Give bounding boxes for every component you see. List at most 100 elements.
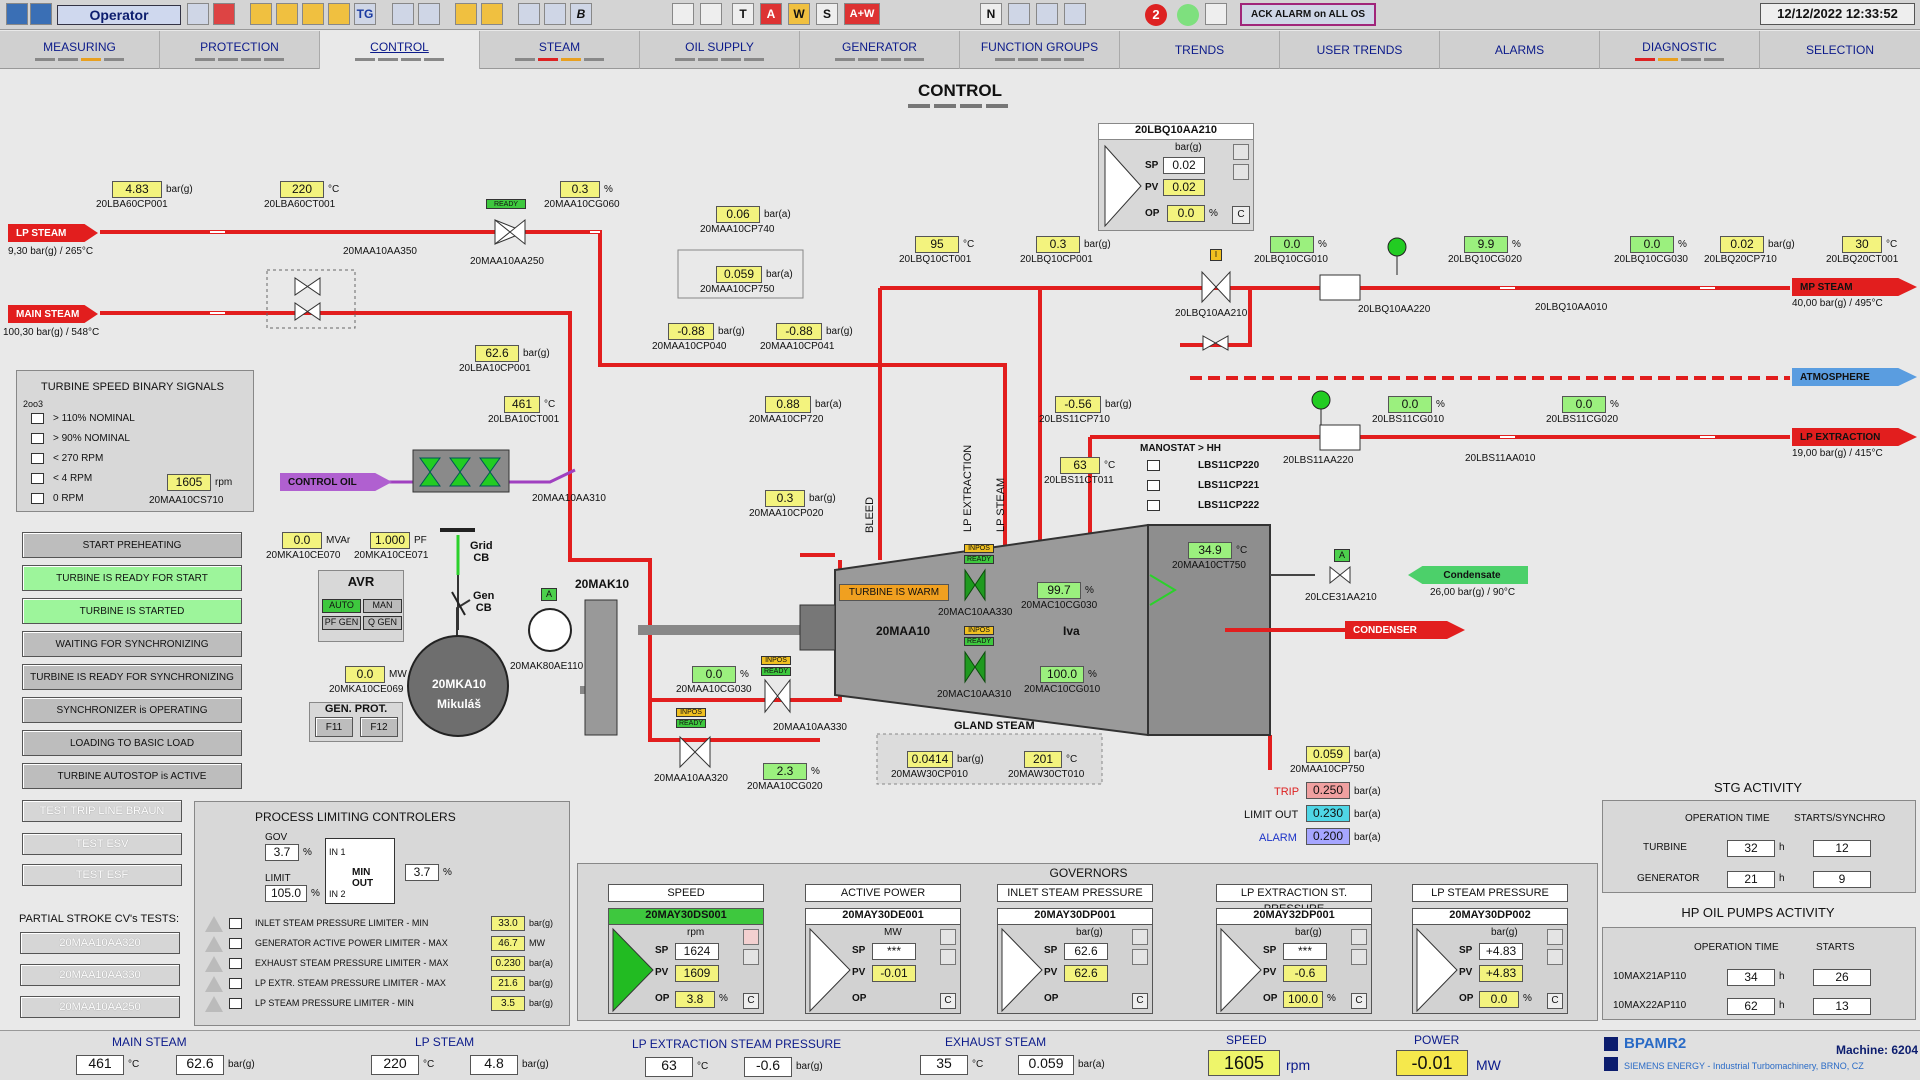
status-button[interactable]: TURBINE IS READY FOR SYNCHRONIZING (22, 664, 242, 690)
measurement-value[interactable]: 0.059 (716, 266, 762, 283)
tab-control[interactable]: CONTROL (320, 31, 480, 69)
screen1-icon[interactable] (1008, 3, 1030, 25)
b-button[interactable]: B (570, 3, 592, 25)
governor-sp-value[interactable]: *** (872, 943, 916, 960)
tab-protection[interactable]: PROTECTION (160, 31, 320, 69)
status-button[interactable]: LOADING TO BASIC LOAD (22, 730, 242, 756)
governor-c-button[interactable]: C (743, 993, 759, 1009)
filter-a-button[interactable]: A (760, 3, 782, 25)
measurement-value[interactable]: 100.0 (1040, 666, 1084, 683)
save-icon[interactable] (187, 3, 209, 25)
limiter-value[interactable]: 46.7 (491, 936, 525, 951)
measurement-value[interactable]: 0.0 (345, 666, 385, 683)
play-icon[interactable] (1604, 1037, 1618, 1051)
trend2-icon[interactable] (328, 3, 350, 25)
measurement-value[interactable]: 0.3 (765, 490, 805, 507)
avr-qgen-button[interactable]: Q GEN (363, 616, 402, 630)
refresh-icon[interactable] (418, 3, 440, 25)
measurement-value[interactable]: -0.88 (668, 323, 714, 340)
avr-auto-button[interactable]: AUTO (322, 599, 361, 613)
measurement-value[interactable]: 0.059 (1306, 746, 1350, 763)
measurement-value[interactable]: 0.3 (560, 181, 600, 198)
report-icon[interactable] (250, 3, 272, 25)
measurement-value[interactable]: 4.83 (112, 181, 162, 198)
tab-trends[interactable]: TRENDS (1120, 31, 1280, 69)
lbq-up-button[interactable] (1233, 144, 1249, 160)
status-button[interactable]: WAITING FOR SYNCHRONIZING (22, 631, 242, 657)
governor-down-button[interactable] (1132, 949, 1148, 965)
limiter-checkbox[interactable] (229, 978, 242, 989)
measurement-value[interactable]: -0.88 (776, 323, 822, 340)
governor-down-button[interactable] (1547, 949, 1563, 965)
limiter-value[interactable]: 33.0 (491, 916, 525, 931)
limiter-checkbox[interactable] (229, 998, 242, 1009)
governor-c-button[interactable]: C (1351, 993, 1367, 1009)
measurement-value[interactable]: 2.3 (763, 763, 807, 780)
report2-icon[interactable] (276, 3, 298, 25)
filter-s-button[interactable]: S (816, 3, 838, 25)
test-trip-line-button[interactable]: TEST TRIP LINE BRAUN (22, 800, 182, 822)
limiter-checkbox[interactable] (229, 958, 242, 969)
measurement-value[interactable]: 99.7 (1037, 582, 1081, 599)
tab-measuring[interactable]: MEASURING (0, 31, 160, 69)
tab-user-trends[interactable]: USER TRENDS (1280, 31, 1440, 69)
measurement-value[interactable]: 0.06 (716, 206, 760, 223)
measurement-value[interactable]: 0.0 (1270, 236, 1314, 253)
measurement-value[interactable]: 63 (1060, 457, 1100, 474)
filter-n-button[interactable]: N (980, 3, 1002, 25)
tab-function-groups[interactable]: FUNCTION GROUPS (960, 31, 1120, 69)
measurement-value[interactable]: 62.6 (475, 345, 519, 362)
status-button[interactable]: TURBINE AUTOSTOP is ACTIVE (22, 763, 242, 789)
lbq-c-button[interactable]: C (1232, 206, 1250, 224)
limiter-checkbox[interactable] (229, 938, 242, 949)
ack-alarm-button[interactable]: ACK ALARM on ALL OS (1240, 3, 1376, 26)
measurement-value[interactable]: 0.0 (282, 532, 322, 549)
governor-up-button[interactable] (940, 929, 956, 945)
governor-down-button[interactable] (743, 949, 759, 965)
limiter-value[interactable]: 3.5 (491, 996, 525, 1011)
governor-up-button[interactable] (1547, 929, 1563, 945)
settings-icon[interactable] (518, 3, 540, 25)
edit-icon[interactable] (455, 3, 477, 25)
governor-sp-value[interactable]: +4.83 (1479, 943, 1523, 960)
limiter-checkbox[interactable] (229, 918, 242, 929)
governor-up-button[interactable] (1132, 929, 1148, 945)
home-icon[interactable] (6, 3, 28, 25)
lbq-sp-value[interactable]: 0.02 (1163, 157, 1205, 174)
partial-stroke-320-button[interactable]: 20MAA10AA320 (20, 932, 180, 954)
doc-cancel-icon[interactable] (700, 3, 722, 25)
measurement-value[interactable]: 1.000 (370, 532, 410, 549)
measurement-value[interactable]: 30 (1842, 236, 1882, 253)
governor-down-button[interactable] (940, 949, 956, 965)
governor-c-button[interactable]: C (940, 993, 956, 1009)
measurement-value[interactable]: 0.88 (765, 396, 811, 413)
lbq-down-button[interactable] (1233, 164, 1249, 180)
test-esf-button[interactable]: TEST ESF (22, 864, 182, 886)
governor-up-button[interactable] (743, 929, 759, 945)
status-button[interactable]: TURBINE IS READY FOR START (22, 565, 242, 591)
measurement-value[interactable]: 0.0 (1562, 396, 1606, 413)
measurement-value[interactable]: 95 (915, 236, 959, 253)
horn-icon[interactable] (1205, 3, 1227, 25)
status-button[interactable]: TURBINE IS STARTED (22, 598, 242, 624)
f12-button[interactable]: F12 (360, 717, 398, 737)
governor-up-button[interactable] (1351, 929, 1367, 945)
status-button[interactable]: SYNCHRONIZER is OPERATING (22, 697, 242, 723)
status-button[interactable]: START PREHEATING (22, 532, 242, 558)
measurement-value[interactable]: 0.0 (1388, 396, 1432, 413)
governor-sp-value[interactable]: *** (1283, 943, 1327, 960)
measurement-value[interactable]: 0.02 (1720, 236, 1764, 253)
screen2-icon[interactable] (1036, 3, 1058, 25)
tab-generator[interactable]: GENERATOR (800, 31, 960, 69)
user-icon[interactable] (30, 3, 52, 25)
measurement-value[interactable]: 9.9 (1464, 236, 1508, 253)
partial-stroke-330-button[interactable]: 20MAA10AA330 (20, 964, 180, 986)
tab-diagnostic[interactable]: DIAGNOSTIC (1600, 31, 1760, 69)
measurement-value[interactable]: 0.0 (692, 666, 736, 683)
trend-icon[interactable] (302, 3, 324, 25)
